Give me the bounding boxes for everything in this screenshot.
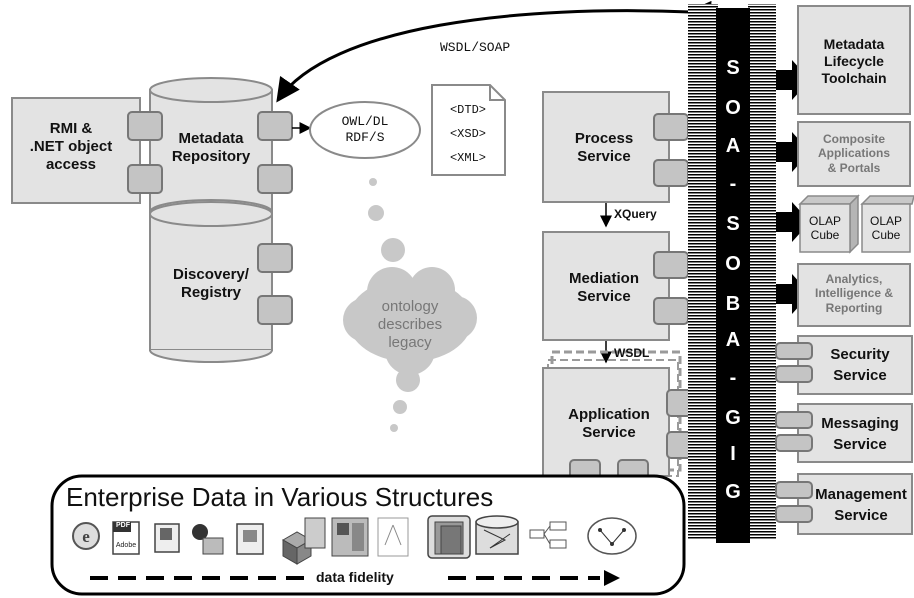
enterprise-title: Enterprise Data in Various Structures xyxy=(66,482,494,512)
port xyxy=(257,243,293,273)
xml-document xyxy=(431,84,506,176)
flowchart-icon xyxy=(529,521,567,549)
bus-letter: - xyxy=(730,367,737,389)
bus-letter: - xyxy=(730,173,737,195)
process-service-box xyxy=(542,91,670,203)
owl-label: OWL/DL RDF/S xyxy=(341,114,389,145)
data-fidelity-label: data fidelity xyxy=(316,569,394,585)
olap-cube-1-label: OLAP Cube xyxy=(808,214,841,243)
composite-label: Composite Applications & Portals xyxy=(817,132,890,175)
application-service-box xyxy=(542,367,670,477)
bus-letter: I xyxy=(730,443,736,465)
rmi-label: RMI & .NET object access xyxy=(29,120,113,173)
bus-letter: B xyxy=(726,293,740,315)
port xyxy=(775,365,813,383)
adobe-icon-label: Adobe xyxy=(115,542,137,549)
security-label: Security Service xyxy=(830,346,890,384)
security-box xyxy=(797,335,913,395)
management-label: Management Service xyxy=(815,486,907,524)
ontology-cloud xyxy=(343,267,477,375)
tree-doc-icon xyxy=(377,517,409,557)
pdf-icon-label: PDF xyxy=(116,522,130,529)
svg-text:e: e xyxy=(82,527,90,546)
olap-cube-2-label: OLAP Cube xyxy=(869,214,902,243)
port xyxy=(257,164,293,194)
bus-letter: G xyxy=(725,407,741,429)
owl-ellipse xyxy=(309,101,421,159)
messaging-label: Messaging Service xyxy=(821,415,899,453)
management-box xyxy=(797,473,913,535)
bus-letter: S xyxy=(726,213,739,235)
grid-icon xyxy=(331,517,369,557)
port xyxy=(257,295,293,325)
mediation-service-box xyxy=(542,231,670,341)
composite-box xyxy=(797,121,911,187)
port xyxy=(775,411,813,429)
analytics-box xyxy=(797,263,911,327)
excel-icon xyxy=(236,523,264,555)
boxes-icon xyxy=(281,517,326,565)
analytics-label: Analytics, Intelligence & Reporting xyxy=(814,272,894,315)
stack-icon xyxy=(427,515,471,559)
port xyxy=(775,481,813,499)
xquery-label: XQuery xyxy=(614,207,657,221)
bus-letter: A xyxy=(726,135,740,157)
bus-stripes-left xyxy=(688,4,718,540)
bus-letter: G xyxy=(725,481,741,503)
word-icon xyxy=(154,523,180,553)
olap-cube-2 xyxy=(860,195,914,253)
bus-stripes-right xyxy=(748,4,776,540)
wsdl-soap-arrow xyxy=(276,0,712,103)
discovery-registry-label: Discovery/ Registry xyxy=(173,266,249,301)
application-service-label: Application Service xyxy=(568,406,650,441)
bus-letter: A xyxy=(726,329,740,351)
bus-letter: S xyxy=(726,57,739,79)
port xyxy=(127,111,163,141)
graph-ellipse-icon xyxy=(587,517,637,555)
olap-cube-1 xyxy=(798,194,860,254)
process-service-label: Process Service xyxy=(574,130,634,165)
port xyxy=(775,434,813,452)
bus-letter: O xyxy=(725,253,741,275)
port xyxy=(127,164,163,194)
wsdl-label: WSDL xyxy=(614,346,650,360)
document-labels: <DTD> <XSD> <XML> xyxy=(449,103,486,165)
wsdl-soap-label: WSDL/SOAP xyxy=(440,40,511,55)
toolchain-label: Metadata Lifecycle Toolchain xyxy=(821,36,887,86)
port xyxy=(775,505,813,523)
network-cylinder-icon xyxy=(475,515,519,555)
bus-letter: O xyxy=(725,97,741,119)
metadata-repository-label: Metadata Repository xyxy=(171,130,251,165)
pdf-icon xyxy=(112,521,140,555)
discovery-registry-cylinder xyxy=(149,201,273,363)
rmi-box xyxy=(11,97,141,204)
port xyxy=(257,111,293,141)
mediation-service-label: Mediation Service xyxy=(569,270,639,305)
toolchain-box xyxy=(797,5,911,115)
port xyxy=(775,342,813,360)
globe-film-icon xyxy=(192,524,224,555)
thought-bubbles xyxy=(368,178,420,432)
messaging-box xyxy=(797,403,913,463)
ie-icon: e xyxy=(72,522,100,550)
soa-bus xyxy=(716,8,750,543)
cloud-label: ontology describes legacy xyxy=(377,298,443,351)
